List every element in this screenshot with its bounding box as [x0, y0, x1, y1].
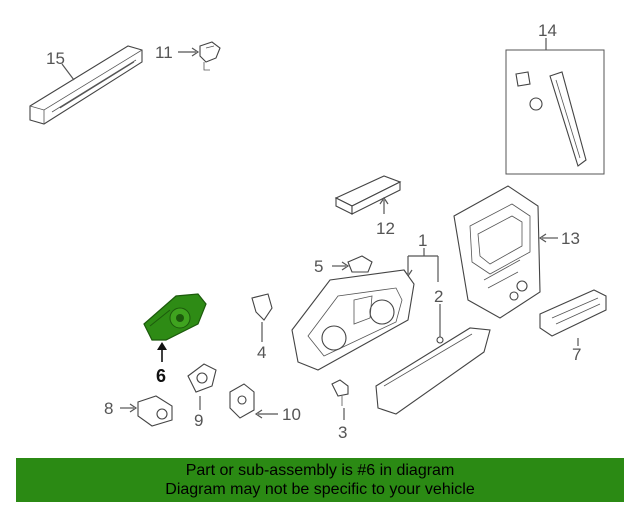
part-2-lens[interactable]: [375, 327, 491, 415]
part-14-clip[interactable]: [515, 71, 543, 111]
arrow-10: [254, 409, 263, 419]
part-15-trim-panel[interactable]: [29, 45, 143, 125]
part-3-screw[interactable]: [331, 379, 349, 406]
callout-10: 10: [282, 405, 301, 424]
arrow-5: [341, 261, 350, 271]
part-1-instrument-cluster[interactable]: [291, 269, 415, 371]
part-14-box: [505, 49, 605, 175]
callout-12: 12: [376, 219, 395, 238]
part-5-bracket[interactable]: [347, 255, 373, 273]
leader-15: [61, 63, 75, 81]
arrow-13: [538, 233, 547, 243]
callout-11: 11: [155, 43, 173, 62]
exploded-parts-diagram: 15 11 14 12 13 1 2: [29, 21, 607, 442]
callout-3: 3: [338, 423, 347, 442]
part-10-switch[interactable]: [229, 383, 255, 419]
footer-banner: Part or sub-assembly is #6 in diagram Di…: [16, 458, 624, 502]
part-12-module[interactable]: [334, 175, 402, 215]
callout-9: 9: [194, 411, 203, 430]
callout-15: 15: [46, 49, 65, 68]
callout-14: 14: [538, 21, 557, 40]
callout-2: 2: [434, 287, 443, 306]
part-8-switch[interactable]: [137, 395, 173, 427]
callout-13: 13: [561, 229, 580, 248]
arrow-6: [157, 342, 167, 350]
callout-6: 6: [156, 366, 166, 386]
arrow-8: [129, 403, 138, 413]
part-11-clip[interactable]: [199, 41, 221, 71]
part-6-headlamp-switch[interactable]: [143, 293, 207, 341]
callout-1: 1: [418, 231, 427, 250]
arrow-11: [191, 47, 200, 57]
part-4-clip[interactable]: [251, 293, 273, 321]
part-13-center-bezel[interactable]: [453, 185, 541, 319]
part-14-trim-strip[interactable]: [549, 71, 587, 167]
callout-5: 5: [314, 257, 323, 276]
callout-4: 4: [257, 343, 266, 362]
arrow-12: [379, 196, 389, 205]
part-9-switch[interactable]: [187, 363, 217, 393]
footer-line-2: Diagram may not be specific to your vehi…: [165, 481, 475, 498]
callout-8: 8: [104, 399, 113, 418]
footer-line-1: Part or sub-assembly is #6 in diagram: [185, 462, 455, 479]
part-7-control-panel[interactable]: [539, 289, 607, 337]
callout-7: 7: [572, 345, 581, 364]
